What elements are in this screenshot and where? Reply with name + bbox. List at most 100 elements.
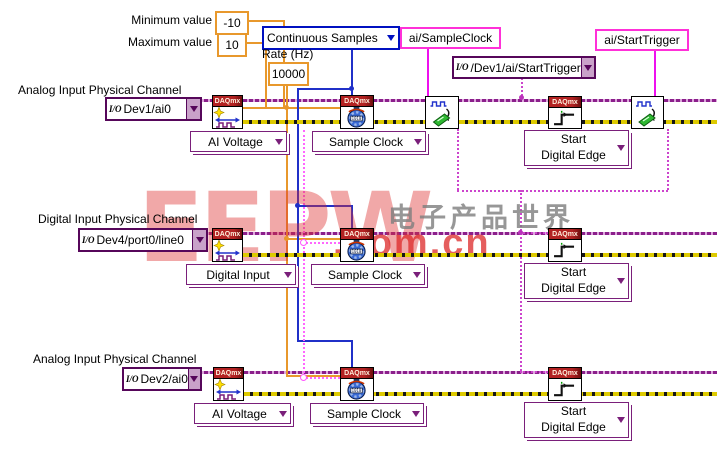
dropdown-arrow[interactable] <box>187 369 200 389</box>
row3-trigger-type-ring[interactable]: Start Digital Edge <box>524 402 629 438</box>
watermark-site-name: 电子产品世界 <box>388 203 574 233</box>
trigger-route-wire-row3 <box>520 371 548 373</box>
timing-clock-icon: 1010 <box>341 379 373 400</box>
task-wire-row2 <box>373 232 548 235</box>
row2-channel-type: Digital Input <box>206 267 270 282</box>
row3-channel-type-ring[interactable]: AI Voltage <box>194 403 291 424</box>
row3-channel-label: Analog Input Physical Channel <box>33 352 197 366</box>
row3-channel-type: AI Voltage <box>212 406 267 421</box>
error-wire-row3 <box>244 392 717 396</box>
wire-junction <box>300 239 307 246</box>
daqmx-header: DAQmx <box>549 229 581 240</box>
task-wire-row1 <box>458 99 548 102</box>
row3-timing-type-ring[interactable]: Sample Clock <box>310 403 424 424</box>
task-wire-row1 <box>581 99 631 102</box>
dropdown-arrow[interactable] <box>186 99 200 119</box>
samples-mode-enum[interactable]: Continuous Samples <box>262 26 400 50</box>
rate-wire-row2 <box>286 238 340 240</box>
row1-timing-type-ring[interactable]: Sample Clock <box>312 131 426 152</box>
trigger-source-wire <box>521 75 523 99</box>
create-channel-icon <box>213 107 242 128</box>
wire-junction <box>284 105 289 110</box>
chevron-down-icon <box>275 138 283 145</box>
rate-constant[interactable]: 10000 <box>268 62 309 86</box>
sample-clock-terminal-constant[interactable]: ai/SampleClock <box>400 27 501 49</box>
row3-trigger-node[interactable]: DAQmx <box>548 367 582 401</box>
chevron-down-icon <box>190 376 199 382</box>
maximum-value-constant[interactable]: 10 <box>217 33 247 57</box>
create-channel-icon <box>214 379 243 400</box>
maximum-wire <box>265 42 267 108</box>
row2-timing-node[interactable]: DAQmx 1010 <box>340 228 374 262</box>
chevron-down-icon <box>617 278 625 284</box>
daqmx-header: DAQmx <box>341 368 373 379</box>
wire-junction <box>284 236 289 241</box>
dropdown-arrow[interactable] <box>192 230 206 250</box>
daqmx-header: DAQmx <box>214 368 243 379</box>
io-glyph-icon: I/O <box>109 103 122 114</box>
task-wire-row2 <box>243 232 340 235</box>
row1-export-signal-node-2[interactable] <box>631 96 664 129</box>
wire-junction <box>300 374 307 381</box>
row2-timing-type-ring[interactable]: Sample Clock <box>311 264 425 285</box>
daqmx-header: DAQmx <box>341 96 373 107</box>
task-wire-row1 <box>664 99 717 102</box>
daqmx-header: DAQmx <box>549 368 581 379</box>
task-wire-row1 <box>373 99 425 102</box>
digital-edge-trigger-icon <box>549 108 581 128</box>
row1-channel-type-ring[interactable]: AI Voltage <box>190 131 287 152</box>
row2-trigger-node[interactable]: DAQmx <box>548 228 582 262</box>
samples-mode-wire <box>297 88 299 340</box>
row3-create-channel-node[interactable]: DAQmx <box>213 367 244 401</box>
row3-channel-control[interactable]: I/O Dev2/ai0 <box>122 367 202 391</box>
wire-junction <box>349 86 354 91</box>
trigger-source-value: /Dev1/ai/StartTrigger <box>470 60 581 75</box>
trigger-route-wire <box>667 129 669 190</box>
svg-text:1010: 1010 <box>352 249 362 254</box>
samples-mode-wire <box>297 88 351 90</box>
row1-channel-control[interactable]: I/O Dev1/ai0 <box>105 97 202 121</box>
chevron-down-icon <box>195 237 204 243</box>
samples-mode-wire-row2 <box>297 205 352 207</box>
rate-label: Rate (Hz) <box>262 47 314 61</box>
daqmx-header: DAQmx <box>213 229 242 240</box>
rate-wire <box>286 82 288 376</box>
row1-timing-type: Sample Clock <box>328 134 404 149</box>
error-wire-row1 <box>243 120 717 124</box>
trigger-route-wire <box>457 129 459 190</box>
wire-junction <box>518 230 523 235</box>
export-signal-icon <box>636 101 656 127</box>
error-wire-row2 <box>243 253 717 257</box>
chevron-down-icon <box>189 106 198 112</box>
svg-text:1010: 1010 <box>352 116 362 121</box>
export-signal-icon <box>430 101 451 127</box>
row2-create-channel-node[interactable]: DAQmx <box>212 228 243 262</box>
minimum-value-label: Minimum value <box>131 13 212 27</box>
task-wire-row3 <box>373 371 548 374</box>
row2-channel-type-ring[interactable]: Digital Input <box>186 264 296 285</box>
io-glyph-icon: I/O <box>456 62 469 72</box>
row2-trigger-type-line2: Digital Edge <box>541 281 606 295</box>
row1-trigger-type-line1: Start <box>560 132 587 147</box>
start-trigger-terminal-wire <box>654 47 656 96</box>
start-trigger-terminal-constant[interactable]: ai/StartTrigger <box>595 29 689 51</box>
row1-trigger-type-ring[interactable]: Start Digital Edge <box>524 130 629 166</box>
row1-create-channel-node[interactable]: DAQmx <box>212 95 243 129</box>
row3-channel-value: Dev2/ai0 <box>140 372 188 386</box>
row1-timing-node[interactable]: DAQmx 1010 <box>340 95 374 129</box>
chevron-down-icon <box>413 271 421 278</box>
trigger-route-wire-row2 <box>520 232 548 234</box>
task-wire-row3 <box>244 371 340 374</box>
minmax-bus-wire <box>243 107 340 109</box>
row2-trigger-type-ring[interactable]: Start Digital Edge <box>524 263 629 299</box>
row1-export-signal-node-1[interactable] <box>425 96 459 129</box>
row3-timing-node[interactable]: DAQmx 1010 <box>340 367 374 401</box>
row1-trigger-node[interactable]: DAQmx <box>548 96 582 129</box>
minimum-value-constant[interactable]: -10 <box>215 11 249 35</box>
dropdown-arrow[interactable] <box>580 58 594 77</box>
trigger-source-control[interactable]: I/O /Dev1/ai/StartTrigger <box>452 56 596 79</box>
row2-channel-control[interactable]: I/O Dev4/port0/line0 <box>78 228 208 252</box>
chevron-down-icon <box>412 410 420 417</box>
timing-clock-icon: 1010 <box>341 240 373 261</box>
